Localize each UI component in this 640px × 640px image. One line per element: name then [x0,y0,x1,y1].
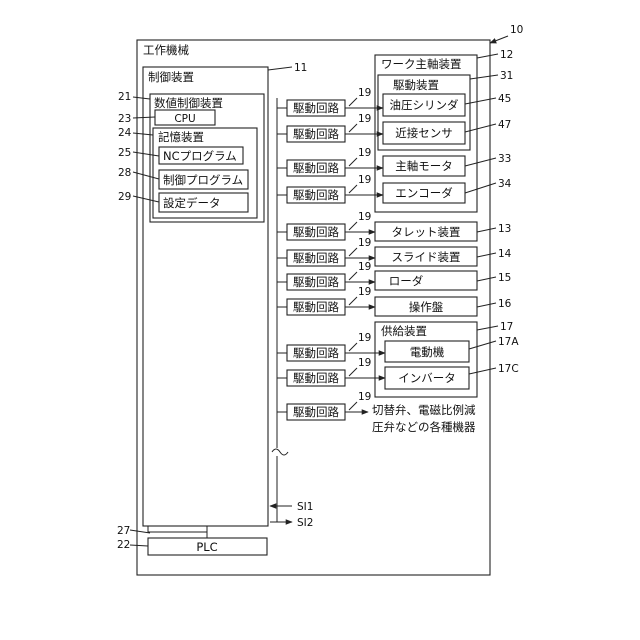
hydraulic-cylinder-ref: 45 [498,93,511,105]
turret-ref: 13 [498,223,511,235]
supply-device-ref: 17 [500,321,513,333]
work-spindle-ref: 12 [500,49,513,61]
inverter-ref: 17C [498,363,519,375]
drive-circuit-label: 駆動回路 [293,275,339,289]
setting-data-ref: 29 [118,191,131,203]
drive-unit-ref: 31 [500,70,513,82]
drive-circuit-ref: 19 [358,286,371,298]
drive-circuit-label: 駆動回路 [293,300,339,314]
drive-circuit-label: 駆動回路 [293,251,339,265]
signal-si2-label: SI2 [297,517,313,529]
spindle-motor-label: 主軸モータ [395,159,453,173]
valves-text-line2: 圧弁などの各種機器 [372,420,476,434]
drive-circuit-ref: 19 [358,147,371,159]
drive-circuit-ref: 19 [358,113,371,125]
operation-panel-label: 操作盤 [409,300,444,314]
figure-ref-arrow [490,36,508,43]
drive-circuit-label: 駆動回路 [293,101,339,115]
drive-circuit-ref: 19 [358,211,371,223]
turret-label: タレット装置 [392,225,461,239]
inverter-label: インバータ [398,371,456,385]
plc-ref: 22 [117,539,130,551]
control-program-label: 制御プログラム [163,173,243,187]
controller-ref: 11 [294,62,307,74]
cpu-ref: 23 [118,113,131,125]
encoder-label: エンコーダ [395,186,453,200]
nc-device-ref: 21 [118,91,131,103]
machine-tool-label: 工作機械 [143,43,189,57]
controller-label: 制御装置 [148,70,194,84]
drive-circuit-ref: 19 [358,174,371,186]
work-spindle-label: ワーク主軸装置 [381,57,462,71]
drive-circuit-label: 駆動回路 [293,127,339,141]
drive-circuit-ref: 19 [358,391,371,403]
supply-device-label: 供給装置 [381,324,427,338]
nc-program-label: NCプログラム [163,149,237,163]
drive-circuit-ref: 19 [358,357,371,369]
drive-circuit-label: 駆動回路 [293,405,339,419]
electric-machine-ref: 17A [498,336,519,348]
spindle-motor-ref: 33 [498,153,511,165]
drive-circuit-label: 駆動回路 [293,225,339,239]
connector-ref: 27 [117,525,130,537]
proximity-sensor-label: 近接センサ [395,126,453,140]
figure-ref-label: 10 [510,24,523,36]
setting-data-label: 設定データ [163,196,221,210]
encoder-ref: 34 [498,178,512,190]
plc-label: PLC [196,540,217,554]
nc-program-ref: 25 [118,147,131,159]
hydraulic-cylinder-label: 油圧シリンダ [390,98,459,112]
slide-ref: 14 [498,248,512,260]
slide-label: スライド装置 [392,250,461,264]
operation-panel-ref: 16 [498,298,512,310]
proximity-sensor-ref: 47 [498,119,511,131]
drive-circuit-ref: 19 [358,332,371,344]
valves-text-line1: 切替弁、電磁比例減 [372,403,476,417]
drive-circuit-label: 駆動回路 [293,346,339,360]
drive-unit-label: 駆動装置 [393,78,439,92]
drive-circuit-ref: 19 [358,261,371,273]
cpu-label: CPU [174,113,195,125]
drive-circuit-label: 駆動回路 [293,188,339,202]
drive-circuit-ref: 19 [358,237,371,249]
signal-si1-label: SI1 [297,501,313,513]
drive-circuit-ref: 19 [358,87,371,99]
control-program-ref: 28 [118,167,131,179]
storage-label: 記憶装置 [158,130,204,144]
storage-ref: 24 [118,127,132,139]
electric-machine-label: 電動機 [410,345,445,359]
loader-ref: 15 [498,272,511,284]
drive-circuit-label: 駆動回路 [293,371,339,385]
drive-circuit-label: 駆動回路 [293,161,339,175]
loader-label: ローダ [389,274,424,288]
nc-device-label: 数値制御装置 [154,96,223,110]
